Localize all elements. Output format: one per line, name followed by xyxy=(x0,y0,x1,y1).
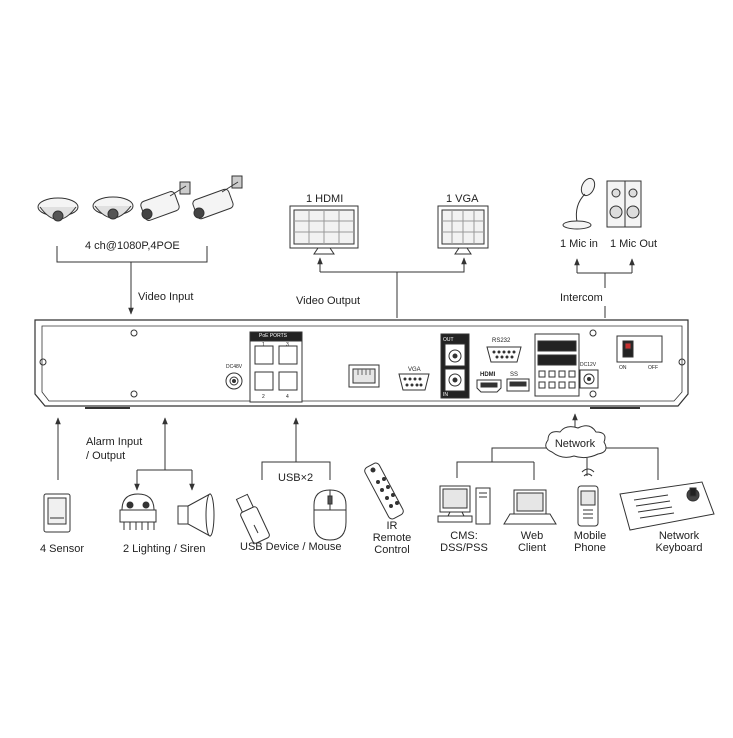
audio-out-label: OUT xyxy=(443,337,454,343)
power-switch[interactable] xyxy=(616,335,663,363)
network-keyboard-label-line2: Keyboard xyxy=(655,542,703,554)
lighting-siren-label: 2 Lighting / Siren xyxy=(123,543,206,555)
web-client-label-line2: Client xyxy=(517,542,547,554)
dome-camera-icon xyxy=(37,197,79,222)
remote-control-icon xyxy=(364,462,404,520)
network-cloud-label: Network xyxy=(554,438,596,450)
ir-label-line2: Remote xyxy=(372,532,412,544)
dc48v-power-jack[interactable] xyxy=(225,372,243,390)
mobile-phone-label-line2: Phone xyxy=(574,542,606,554)
poe-port-number-4: 4 xyxy=(286,394,289,400)
usb-stick-icon xyxy=(235,493,270,544)
cameras-caption: 4 ch@1080P,4POE xyxy=(85,240,180,252)
mobile-phone-icon xyxy=(577,468,599,527)
sensor-label: 4 Sensor xyxy=(40,543,85,555)
alarm-label-line2: / Output xyxy=(86,450,126,462)
poe-port-4[interactable] xyxy=(278,371,298,391)
web-client-label-line1: Web xyxy=(520,530,544,542)
vga-port[interactable] xyxy=(398,373,430,391)
mouse-icon xyxy=(313,489,347,541)
bullet-camera-icon xyxy=(140,181,191,221)
cms-label-line1: CMS: xyxy=(450,530,478,542)
dome-camera-2-icon xyxy=(92,196,134,220)
ir-label-line1: IR xyxy=(386,520,398,532)
cms-label-line2: DSS/PSS xyxy=(440,542,488,554)
poe-port-2[interactable] xyxy=(254,371,274,391)
hdmi-port[interactable] xyxy=(476,379,502,393)
network-keyboard-icon xyxy=(619,481,715,531)
poe-port-number-2: 2 xyxy=(262,394,265,400)
lan-port[interactable] xyxy=(348,364,380,388)
poe-port-number-1: 1 xyxy=(262,342,265,348)
hdmi-label: HDMI xyxy=(480,372,496,378)
alarm-label-line1: Alarm Input xyxy=(86,436,143,448)
mic-out-label: 1 Mic Out xyxy=(610,238,658,250)
alarm-terminal-block[interactable] xyxy=(534,333,580,397)
usb3-port[interactable] xyxy=(506,378,530,392)
desktop-pc-icon xyxy=(437,485,491,525)
dc12v-label: DC12V xyxy=(580,362,597,368)
dc12v-output-jack[interactable] xyxy=(579,369,599,389)
lighting-icon xyxy=(119,493,157,530)
video-output-label: Video Output xyxy=(296,295,361,307)
dc48v-label: DC48V xyxy=(226,364,243,370)
microphone-icon xyxy=(562,177,596,230)
usb-count-label: USB×2 xyxy=(278,472,314,484)
usb3-label: SS xyxy=(510,372,519,378)
audio-io-block xyxy=(440,333,470,399)
poe-ports-block xyxy=(249,331,303,403)
poe-title: PoE PORTS xyxy=(259,333,287,339)
video-input-label: Video Input xyxy=(138,291,194,303)
bullet-camera-2-icon xyxy=(192,175,243,220)
siren-icon xyxy=(177,493,215,537)
usb-devices-label: USB Device / Mouse xyxy=(240,541,342,553)
mobile-phone-label-line1: Mobile xyxy=(573,530,607,542)
hdmi-monitor-icon xyxy=(289,205,359,255)
rs232-port[interactable] xyxy=(486,346,522,363)
sensor-icon xyxy=(43,493,71,533)
network-cloud-icon xyxy=(545,425,607,459)
switch-on-label: ON xyxy=(619,365,627,371)
poe-port-3[interactable] xyxy=(278,345,298,365)
speaker-icon xyxy=(606,180,642,228)
hdmi-monitor-label: 1 HDMI xyxy=(306,193,344,205)
vga-port-label: VGA xyxy=(408,367,421,373)
network-keyboard-label-line1: Network xyxy=(658,530,700,542)
mic-in-label: 1 Mic in xyxy=(560,238,598,250)
vga-monitor-label: 1 VGA xyxy=(446,193,479,205)
ir-label-line3: Control xyxy=(374,544,410,556)
intercom-label: Intercom xyxy=(560,292,603,304)
vga-monitor-icon xyxy=(437,205,489,255)
audio-in-label: IN xyxy=(443,392,448,398)
poe-port-number-3: 3 xyxy=(286,342,289,348)
rs232-label: RS232 xyxy=(492,338,511,344)
laptop-icon xyxy=(503,489,557,525)
poe-port-1[interactable] xyxy=(254,345,274,365)
switch-off-label: OFF xyxy=(648,365,658,371)
